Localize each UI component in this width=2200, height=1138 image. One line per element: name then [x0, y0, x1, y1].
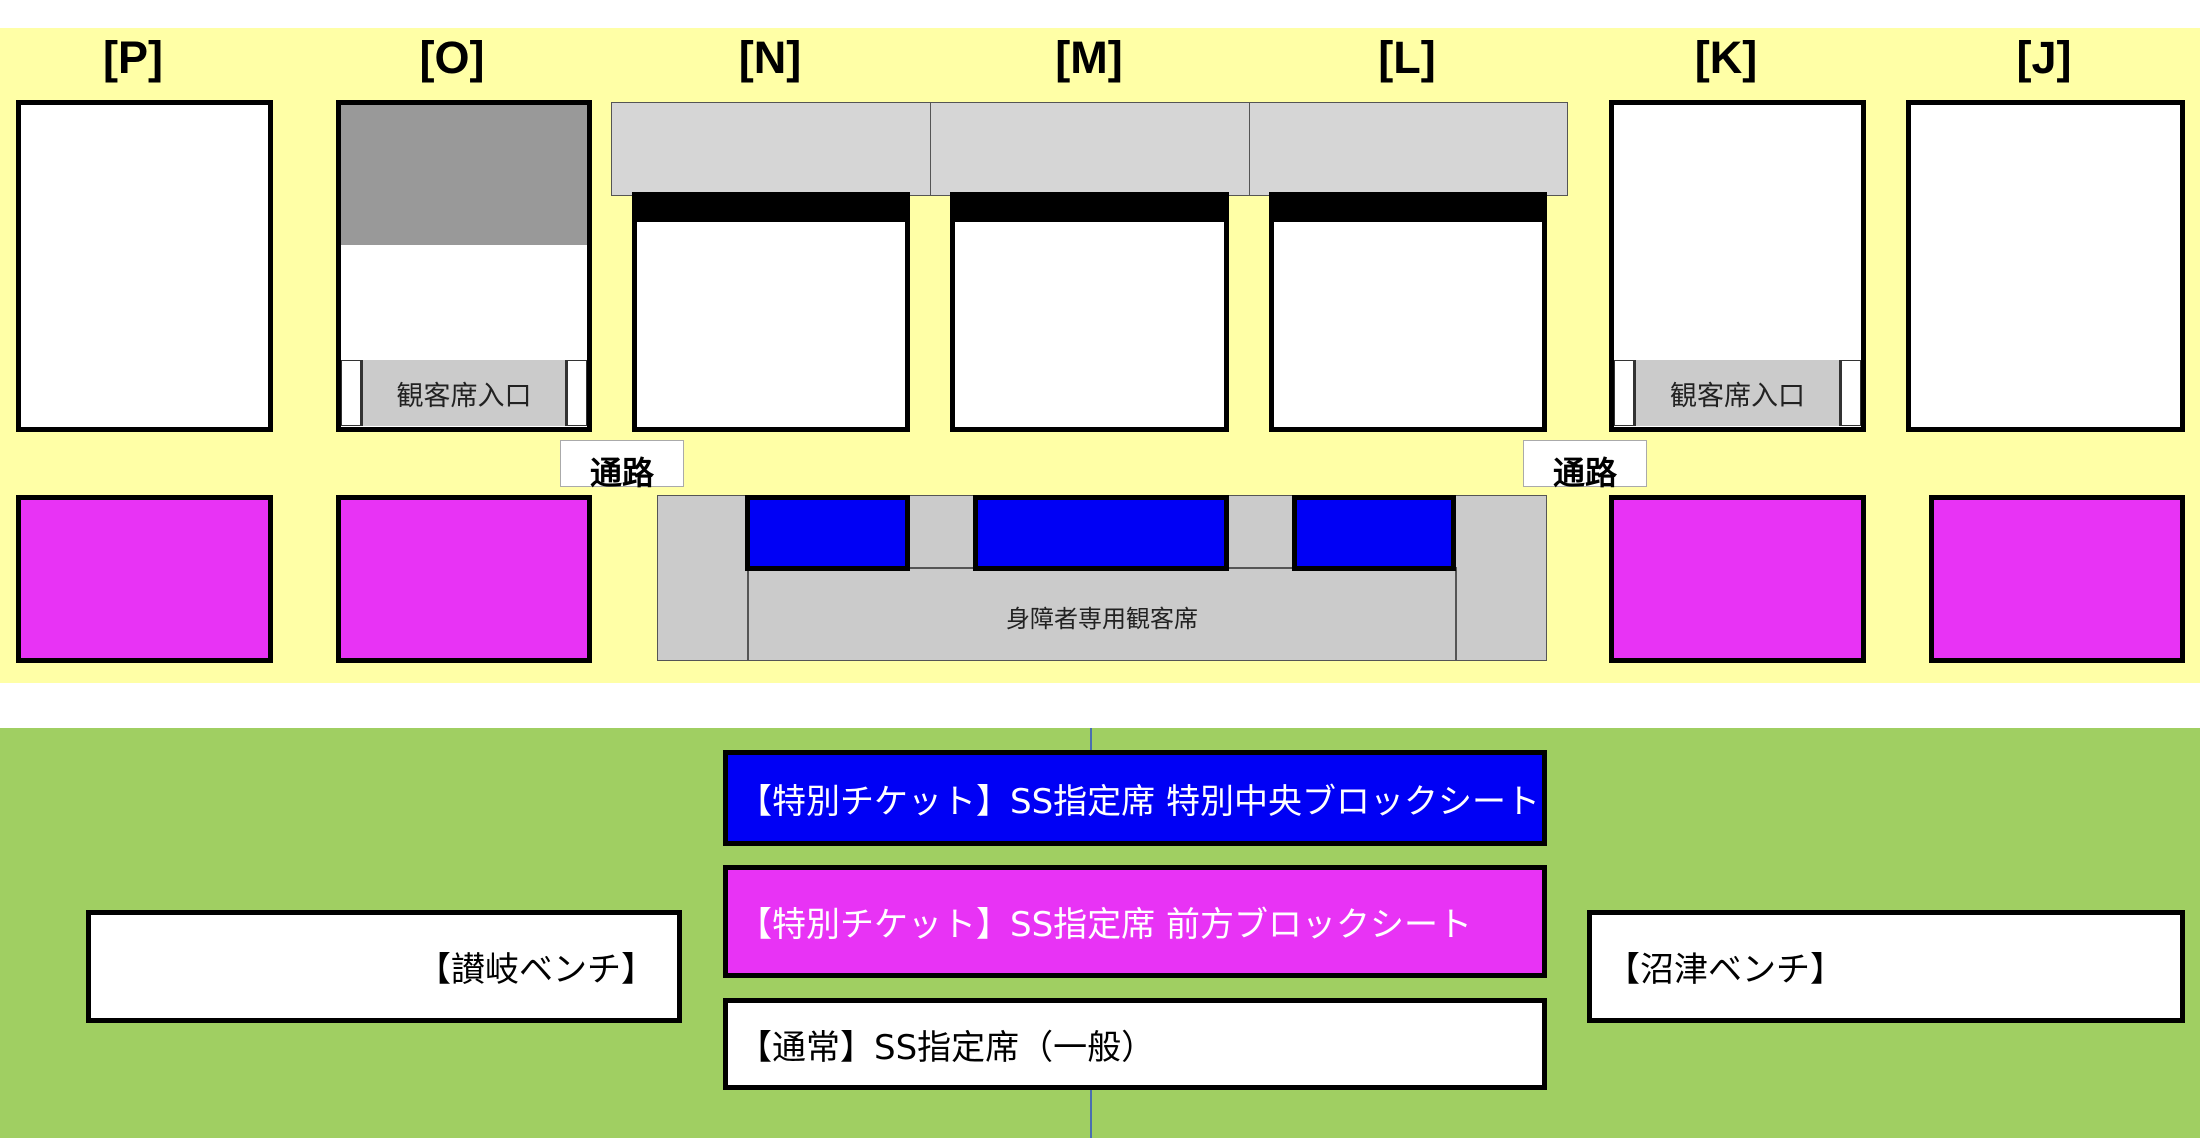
accessible-seating-label: 身障者専用観客席 [1006, 605, 1198, 633]
center-line-bottom [1090, 1090, 1092, 1138]
block-o-step-left [341, 360, 361, 426]
block-m-regular[interactable] [950, 192, 1229, 432]
block-o-step-right [567, 360, 587, 426]
block-o-restricted-area [341, 105, 587, 245]
legend-regular: 【通常】SS指定席（一般） [723, 998, 1547, 1090]
accessible-divider-right [1455, 567, 1457, 661]
passage-left: 通路 [560, 440, 684, 492]
numazu-bench: 【沼津ベンチ】 [1587, 910, 2185, 1023]
block-k-entrance: 観客席入口 [1634, 360, 1841, 426]
block-n-upper-panel [611, 102, 931, 196]
block-label-k: [K] [1694, 32, 1758, 83]
block-m-top-bar [950, 192, 1229, 222]
sanuki-bench-label: 【讃岐ベンチ】 [417, 950, 655, 990]
legend-special-front-text: 【特別チケット】SS指定席 前方ブロックシート [738, 905, 1472, 945]
legend-special-center: 【特別チケット】SS指定席 特別中央ブロックシート [723, 750, 1547, 846]
block-label-p: [P] [103, 32, 163, 83]
block-l-upper-panel [1249, 102, 1568, 196]
block-m-upper-panel [930, 102, 1250, 196]
block-n-top-bar [632, 192, 910, 222]
numazu-bench-label: 【沼津ベンチ】 [1606, 950, 1844, 990]
legend-special-center-text: 【特別チケット】SS指定席 特別中央ブロックシート [738, 781, 1540, 822]
block-m-special-center[interactable] [973, 495, 1229, 571]
legend-special-front: 【特別チケット】SS指定席 前方ブロックシート [723, 865, 1547, 978]
block-label-n: [N] [738, 32, 802, 83]
sanuki-bench: 【讃岐ベンチ】 [86, 910, 682, 1023]
block-l-regular[interactable] [1269, 192, 1547, 432]
block-label-j: [J] [2016, 32, 2072, 83]
block-o-entrance: 観客席入口 [361, 360, 567, 426]
block-k-front[interactable] [1609, 495, 1866, 663]
accessible-divider-left [747, 567, 749, 661]
block-j-regular[interactable] [1906, 100, 2185, 432]
block-k-step-left [1614, 360, 1634, 426]
block-k-step-right [1841, 360, 1861, 426]
block-o-front[interactable] [336, 495, 592, 663]
block-n-regular[interactable] [632, 192, 910, 432]
block-label-o: [O] [419, 32, 485, 83]
block-l-special-center[interactable] [1292, 495, 1456, 571]
center-line-top [1090, 728, 1092, 752]
block-label-m: [M] [1055, 32, 1123, 83]
legend-regular-text: 【通常】SS指定席（一般） [738, 1027, 1156, 1068]
block-l-top-bar [1269, 192, 1547, 222]
block-p-regular[interactable] [16, 100, 273, 432]
block-label-l: [L] [1378, 32, 1436, 83]
passage-right: 通路 [1523, 440, 1647, 492]
block-p-front[interactable] [16, 495, 273, 663]
block-n-special-center[interactable] [745, 495, 910, 571]
block-j-front[interactable] [1929, 495, 2185, 663]
